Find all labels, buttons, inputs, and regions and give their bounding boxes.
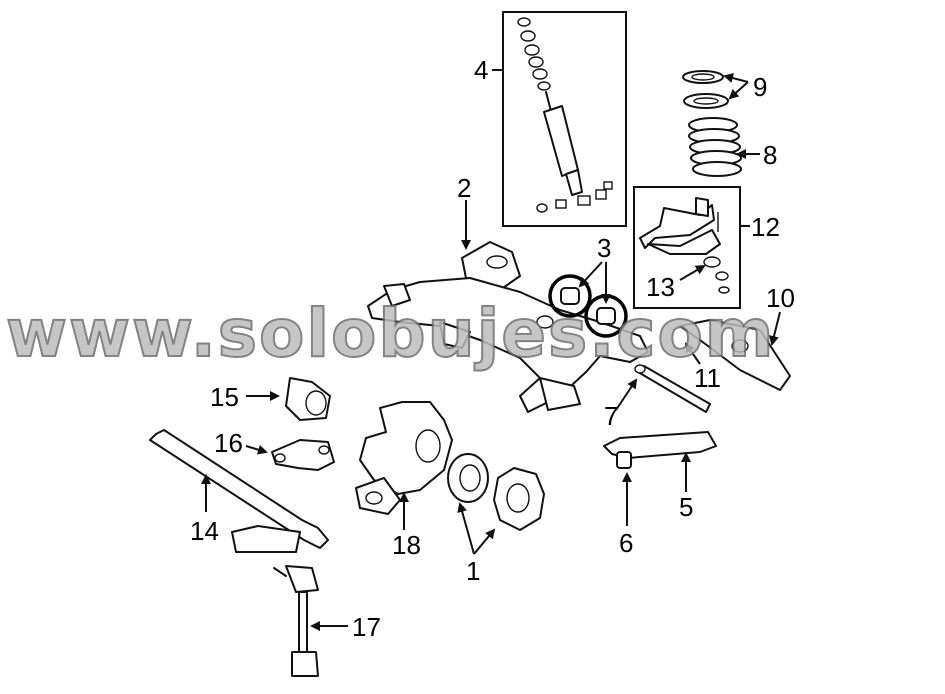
label-5: 5 bbox=[679, 492, 693, 522]
bushings-group: 3 bbox=[548, 233, 628, 338]
label-17: 17 bbox=[352, 612, 381, 642]
stabilizer-link-group: 17 bbox=[273, 565, 381, 677]
label-3: 3 bbox=[597, 233, 611, 263]
label-4: 4 bbox=[474, 55, 488, 85]
upper-arm-box bbox=[633, 186, 741, 309]
lower-arm-group: 10 11 bbox=[679, 283, 795, 393]
coil-spring-group: 8 bbox=[688, 117, 777, 177]
label-16: 16 bbox=[214, 428, 243, 458]
label-9: 9 bbox=[753, 72, 767, 102]
knuckle-group: 18 bbox=[355, 401, 453, 560]
watermark-text: www.solobujes.com bbox=[6, 295, 776, 372]
label-8: 8 bbox=[763, 140, 777, 170]
bushing-bracket-group: 16 bbox=[214, 428, 335, 471]
stabilizer-bushing-group: 15 bbox=[210, 377, 331, 421]
label-12: 12 bbox=[751, 212, 780, 242]
shock-absorber-box bbox=[502, 11, 627, 227]
label-10: 10 bbox=[766, 283, 795, 313]
label-6: 6 bbox=[619, 528, 633, 558]
label-7: 7 bbox=[604, 401, 618, 431]
shock-hardware bbox=[517, 17, 613, 213]
label-2: 2 bbox=[457, 173, 471, 203]
shock-absorber-group: 4 bbox=[474, 11, 627, 227]
label-11: 11 bbox=[694, 363, 721, 393]
label-13: 13 bbox=[646, 272, 675, 302]
hub-group: 1 bbox=[447, 453, 545, 586]
subframe-group: 2 bbox=[367, 173, 649, 413]
spring-seats-group: 9 bbox=[682, 70, 767, 109]
trailing-link-group: 5 6 bbox=[603, 431, 717, 558]
upper-control-arm-group: 12 13 bbox=[633, 186, 780, 309]
label-1: 1 bbox=[466, 556, 480, 586]
label-15: 15 bbox=[210, 382, 239, 412]
bushing-callout-left bbox=[548, 274, 592, 318]
label-14: 14 bbox=[190, 516, 219, 546]
label-18: 18 bbox=[392, 530, 421, 560]
toe-link-group: 7 bbox=[604, 364, 711, 431]
stabilizer-bar-group: 14 bbox=[149, 429, 329, 553]
